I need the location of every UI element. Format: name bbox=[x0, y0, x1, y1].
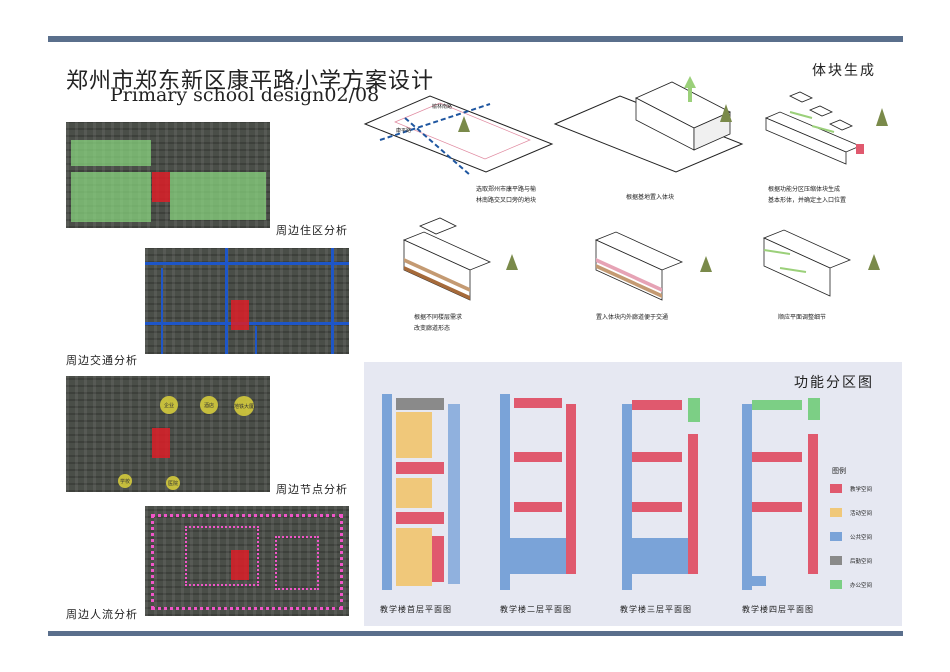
massing-step-caption: 根据功能分区压缩体块生成基本形体，并确定主入口位置 bbox=[768, 186, 847, 204]
legend-label: 教学空间 bbox=[850, 487, 873, 493]
floor-plan-4 bbox=[742, 394, 822, 590]
traffic-map bbox=[145, 248, 349, 354]
nodes-map: 企业 酒店 地铁大厦 学校 医院 bbox=[66, 376, 270, 492]
road-label: 康平路 bbox=[396, 127, 411, 134]
massing-step-caption: 顺应平面调整细节 bbox=[778, 314, 827, 321]
residential-label: 周边住区分析 bbox=[276, 224, 348, 237]
legend-label: 活动空间 bbox=[850, 511, 873, 517]
massing-step-caption: 选取郑州市康平路与榆林南路交叉口旁的地块 bbox=[476, 186, 537, 204]
floor-plan-2 bbox=[500, 394, 580, 590]
massing-step-caption: 根据基地置入体块 bbox=[626, 194, 675, 201]
legend-label: 后勤空间 bbox=[850, 559, 873, 565]
floor-plan-3 bbox=[622, 394, 702, 590]
legend-swatch bbox=[830, 532, 842, 541]
pedestrian-map bbox=[145, 506, 349, 616]
node-label: 酒店 bbox=[203, 402, 214, 409]
page-subtitle: Primary school design02/08 bbox=[110, 84, 380, 106]
pedestrian-label: 周边人流分析 bbox=[66, 608, 138, 621]
bottom-rule bbox=[48, 631, 903, 636]
legend-label: 公共空间 bbox=[850, 535, 873, 541]
legend-swatch bbox=[830, 556, 842, 565]
node-label: 地铁大厦 bbox=[234, 403, 255, 410]
road-label: 榆林南路 bbox=[432, 103, 452, 110]
nodes-label: 周边节点分析 bbox=[276, 483, 348, 496]
page-title: 郑州市郑东新区康平路小学方案设计 bbox=[66, 69, 435, 94]
function-heading: 功能分区图 bbox=[794, 375, 874, 391]
massing-step-caption: 根据不同楼层需求改变廊道形态 bbox=[414, 314, 463, 332]
plan-caption: 教学楼二层平面图 bbox=[500, 605, 572, 614]
legend-title: 图例 bbox=[832, 467, 846, 475]
legend-swatch bbox=[830, 580, 842, 589]
traffic-label: 周边交通分析 bbox=[66, 354, 138, 367]
node-label: 学校 bbox=[119, 478, 130, 485]
function-zoning-panel: 功能分区图 图例 bbox=[364, 362, 902, 626]
floor-plan-1 bbox=[382, 394, 462, 590]
legend-swatch bbox=[830, 508, 842, 517]
plan-caption: 教学楼三层平面图 bbox=[620, 605, 692, 614]
massing-step-caption: 置入体块内外廊道便于交通 bbox=[596, 314, 669, 321]
node-label: 医院 bbox=[167, 480, 178, 487]
plan-caption: 教学楼首层平面图 bbox=[380, 605, 452, 614]
residential-map bbox=[66, 122, 270, 228]
plan-caption: 教学楼四层平面图 bbox=[742, 605, 814, 614]
legend-swatch bbox=[830, 484, 842, 493]
node-label: 企业 bbox=[163, 402, 174, 409]
massing-heading: 体块生成 bbox=[812, 63, 876, 79]
legend-label: 办公空间 bbox=[850, 583, 873, 589]
top-rule bbox=[48, 36, 903, 42]
